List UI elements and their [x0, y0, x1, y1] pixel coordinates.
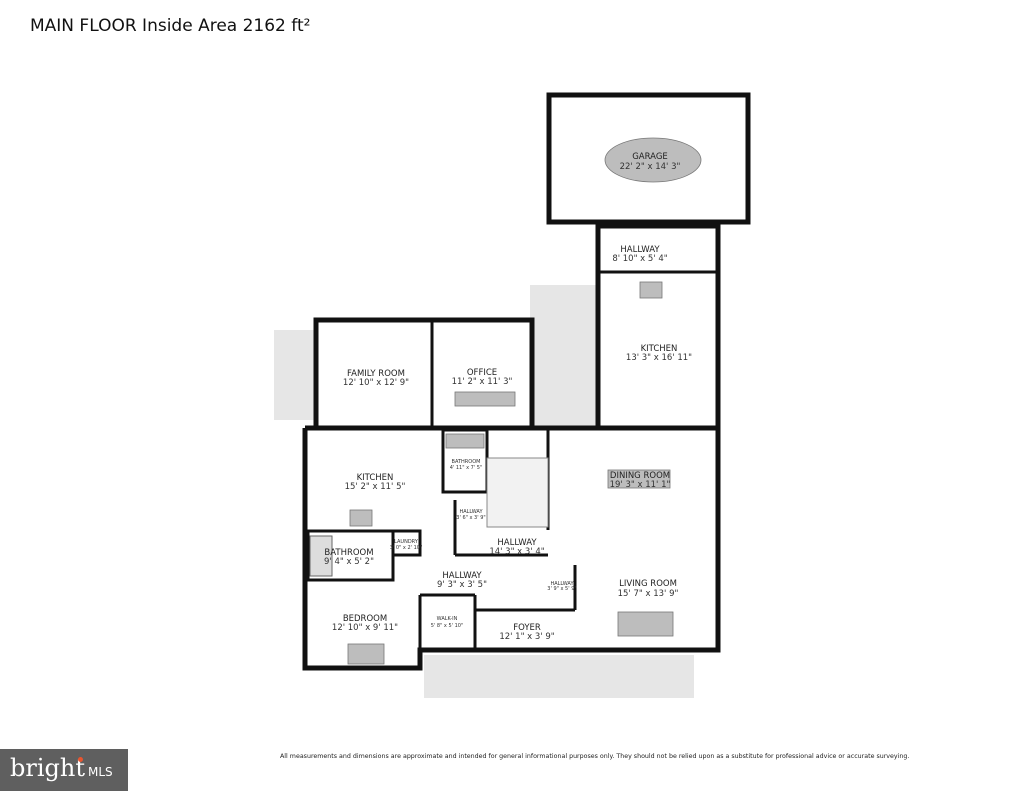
room-dims: 12' 10" x 12' 9" — [343, 378, 409, 388]
room-name: LIVING ROOM — [619, 579, 677, 589]
room-name: HALLWAY — [442, 571, 482, 581]
room-dims: 22' 2" x 14' 3" — [620, 162, 681, 172]
logo-mark-icon — [78, 757, 83, 762]
room-dims: 3' 6" x 3' 9" — [456, 515, 485, 521]
bright-mls-logo: bright MLS — [0, 749, 128, 791]
room-dims: 11' 2" x 11' 3" — [452, 377, 513, 387]
room-dims: 9' 4" x 5' 2" — [324, 557, 374, 567]
room-name: WALK-IN — [437, 616, 458, 622]
patio-left — [274, 330, 316, 420]
room-name: GARAGE — [632, 152, 668, 162]
room-name: HALLWAY — [620, 245, 660, 255]
room-name: FAMILY ROOM — [347, 369, 405, 379]
bed-icon — [347, 643, 385, 665]
cooktop-icon — [639, 281, 663, 299]
room-dims: 3' 9" x 5' 9" — [547, 586, 576, 592]
room-name: OFFICE — [467, 368, 497, 378]
room-name: KITCHEN — [357, 473, 394, 483]
logo-text: bright — [10, 754, 85, 782]
room-labels: GARAGE 22' 2" x 14' 3" HALLWAY 8' 10" x … — [324, 152, 692, 642]
room-dims: 15' 7" x 13' 9" — [618, 589, 679, 599]
bathtub-icon — [445, 433, 485, 449]
room-name: LAUNDRY — [394, 539, 419, 545]
room-dims: 15' 2" x 11' 5" — [345, 482, 406, 492]
car-icon — [604, 137, 702, 183]
front-porch — [424, 655, 694, 698]
room-dims: 12' 10" x 9' 11" — [332, 623, 398, 633]
room-dims: 13' 3" x 16' 11" — [626, 353, 692, 363]
room-dims: 3' 0" x 2' 10" — [390, 545, 423, 551]
room-name: HALLWAY — [497, 538, 537, 548]
fixtures — [309, 137, 702, 665]
room-name: HALLWAY — [550, 581, 574, 587]
room-name: BATHROOM — [452, 459, 481, 465]
sofa-icon — [617, 611, 674, 637]
room-dims: 4' 11" x 7' 5" — [450, 465, 483, 471]
room-name: KITCHEN — [641, 344, 678, 354]
room-dims: 12' 1" x 3' 9" — [499, 632, 554, 642]
patio-center — [530, 285, 598, 426]
stove-icon — [349, 509, 373, 527]
room-dims: 8' 10" x 5' 4" — [612, 254, 667, 264]
room-name: BATHROOM — [324, 548, 373, 558]
room-dims: 14' 3" x 3' 4" — [489, 547, 544, 557]
room-dims: 5' 8" x 5' 10" — [431, 623, 464, 629]
room-name: FOYER — [513, 623, 541, 633]
dining-table-icon — [607, 469, 671, 489]
walls — [302, 92, 751, 671]
room-name: DINING ROOM — [610, 471, 670, 481]
room-dims: 19' 3" x 11' 1" — [610, 480, 671, 490]
room-name: BEDROOM — [343, 614, 387, 624]
stairs — [486, 457, 549, 528]
room-dims: 9' 3" x 3' 5" — [437, 580, 487, 590]
room-name: HALLWAY — [459, 509, 483, 515]
page-title: MAIN FLOOR Inside Area 2162 ft² — [30, 16, 311, 36]
office-desk — [454, 391, 516, 407]
logo-suffix: MLS — [88, 765, 113, 779]
disclaimer: All measurements and dimensions are appr… — [280, 753, 910, 760]
shower-icon — [309, 535, 333, 577]
